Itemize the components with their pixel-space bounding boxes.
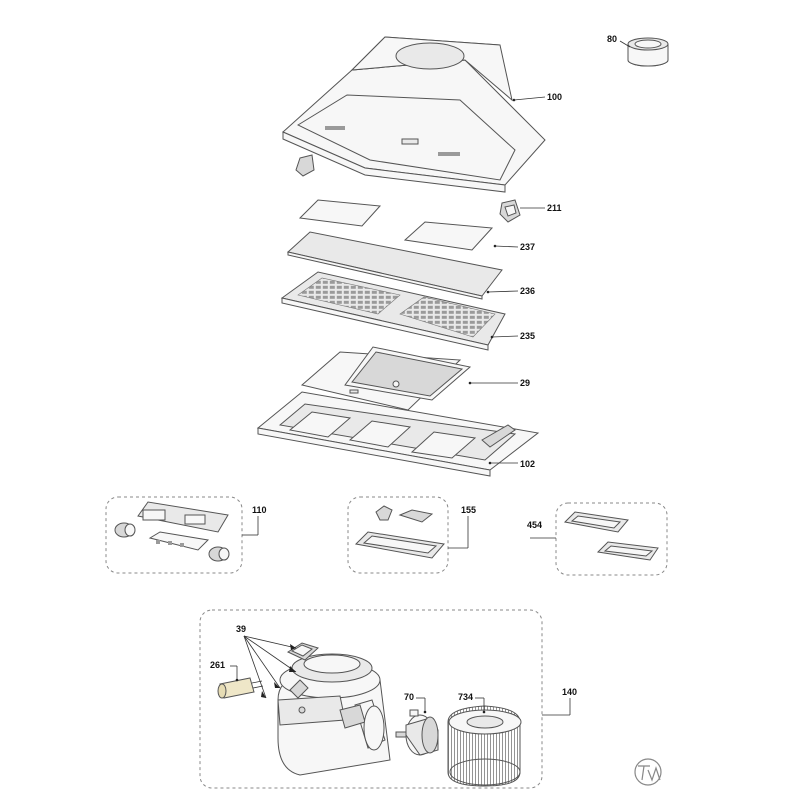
callout-label-80: 80 [607,34,617,44]
callout-label-70: 70 [404,692,414,702]
part-70-motor [395,709,439,756]
carbon-filter-right [403,221,494,251]
callout-100: 100 [512,92,562,102]
callout-80: 80 [607,34,631,48]
callout-label-734: 734 [458,692,473,702]
callout-label-211: 211 [547,203,562,213]
callout-label-236: 236 [520,286,535,296]
part-100-hood-body [282,36,546,193]
part-29-carbon-filter-frame [300,346,472,411]
brand-logo-icon [634,758,662,786]
callout-70: 70 [404,692,427,714]
part-211-clip [499,199,521,223]
callout-140: 140 [542,687,577,716]
callout-110: 110 [242,505,267,536]
part-39-clip [286,642,319,661]
part-102-lower-panel [256,391,540,477]
callout-label-39: 39 [236,624,246,634]
callout-label-100: 100 [547,92,562,102]
callout-label-140: 140 [562,687,577,697]
callout-label-29: 29 [520,378,530,388]
callout-label-237: 237 [520,242,535,252]
callout-236: 236 [486,286,535,296]
group-140-motor-assembly [199,609,543,789]
group-454-light-covers [555,502,668,576]
callout-211: 211 [520,203,562,213]
callout-39: 39 [236,624,297,699]
callout-261: 261 [210,660,239,682]
group-155-switches [347,496,449,574]
callout-102: 102 [488,459,535,469]
callout-155: 155 [448,505,476,549]
callout-label-102: 102 [520,459,535,469]
callout-label-454: 454 [527,520,542,530]
part-261-capacitor [217,677,264,699]
part-237-filter-mat [286,231,503,300]
callout-29: 29 [468,378,530,388]
callout-label-155: 155 [461,505,476,515]
callout-label-110: 110 [252,505,267,515]
callout-235: 235 [490,331,535,341]
callout-237: 237 [493,242,535,252]
callout-label-261: 261 [210,660,225,670]
part-80-duct-collar [627,37,669,67]
part-235-grease-filter-frame [280,271,506,351]
callout-734: 734 [458,692,486,714]
group-110-electronics [105,496,243,574]
carbon-filter-left [298,199,382,227]
part-blower-housing [277,653,391,776]
part-734-fan-wheel [447,705,522,787]
callout-label-235: 235 [520,331,535,341]
callout-454: 454 [527,520,556,539]
